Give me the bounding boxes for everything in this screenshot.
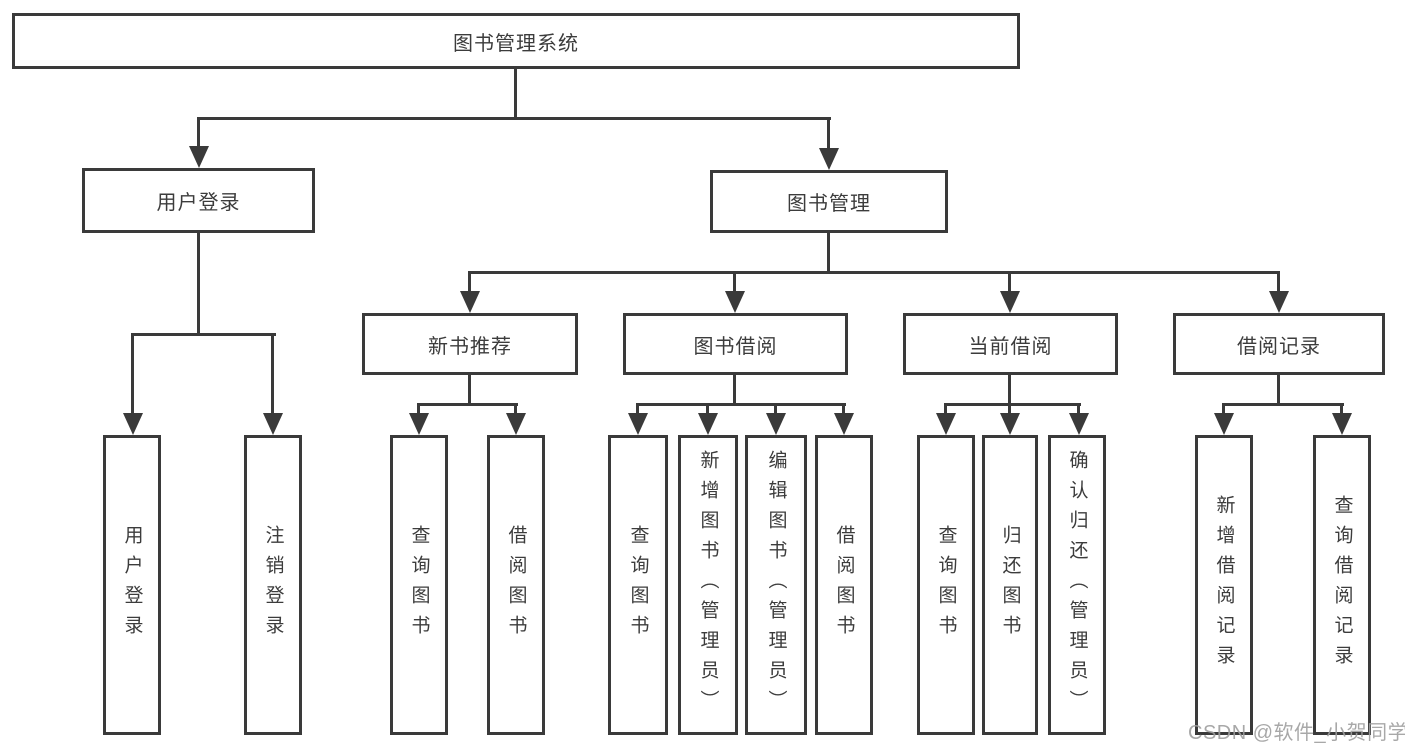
- node-label: 用户登录: [121, 525, 143, 645]
- node-borrowing-records: 借阅记录: [1173, 313, 1385, 375]
- connector-line: [1277, 271, 1280, 293]
- node-label: 新增图书（管理员）: [697, 450, 719, 720]
- node-label: 借阅图书: [505, 525, 527, 645]
- connector-line: [706, 403, 709, 414]
- arrow-down-icon: [506, 413, 526, 435]
- leaf-borrow-books-recommend: 借阅图书: [487, 435, 545, 735]
- arrow-down-icon: [936, 413, 956, 435]
- connector-line: [197, 232, 200, 336]
- arrow-down-icon: [819, 148, 839, 170]
- leaf-add-books-admin: 新增图书（管理员）: [678, 435, 738, 735]
- connector-line: [827, 117, 830, 149]
- node-label: 确认归还（管理员）: [1066, 450, 1088, 720]
- node-label: 新书推荐: [428, 335, 512, 358]
- arrow-down-icon: [1069, 413, 1089, 435]
- node-new-book-recommend: 新书推荐: [362, 313, 578, 375]
- node-label: 查询图书: [627, 525, 649, 645]
- leaf-confirm-return-admin: 确认归还（管理员）: [1048, 435, 1106, 735]
- csdn-watermark: CSDN @软件_小贺同学: [1188, 722, 1405, 744]
- connector-line: [1077, 403, 1080, 414]
- connector-line: [514, 69, 517, 119]
- connector-line: [131, 333, 276, 336]
- connector-line: [944, 403, 1081, 406]
- connector-line: [733, 271, 736, 293]
- node-label: 归还图书: [999, 525, 1021, 645]
- connector-line: [417, 403, 518, 406]
- arrow-down-icon: [628, 413, 648, 435]
- arrow-down-icon: [1332, 413, 1352, 435]
- node-label: 新增借阅记录: [1213, 495, 1235, 675]
- connector-line: [944, 403, 947, 414]
- leaf-query-books-current: 查询图书: [917, 435, 975, 735]
- node-current-borrowing: 当前借阅: [903, 313, 1118, 375]
- arrow-down-icon: [460, 291, 480, 313]
- connector-line: [1008, 403, 1011, 414]
- connector-line: [468, 271, 471, 293]
- connector-line: [1222, 403, 1344, 406]
- arrow-down-icon: [189, 146, 209, 168]
- connector-line: [514, 403, 517, 414]
- node-label: 用户登录: [156, 192, 241, 214]
- node-label: 借阅图书: [833, 525, 855, 645]
- connector-line: [1340, 403, 1343, 414]
- arrow-down-icon: [409, 413, 429, 435]
- connector-line: [636, 403, 846, 406]
- leaf-query-books-recommend: 查询图书: [390, 435, 448, 735]
- node-label: 查询借阅记录: [1331, 495, 1353, 675]
- node-user-login: 用户登录: [82, 168, 315, 233]
- node-book-management: 图书管理: [710, 170, 948, 233]
- leaf-return-books: 归还图书: [982, 435, 1038, 735]
- arrow-down-icon: [1000, 291, 1020, 313]
- arrow-down-icon: [725, 291, 745, 313]
- leaf-add-borrow-record: 新增借阅记录: [1195, 435, 1253, 735]
- connector-line: [1008, 374, 1011, 406]
- node-label: 查询图书: [935, 525, 957, 645]
- leaf-query-books-borrowing: 查询图书: [608, 435, 668, 735]
- connector-line: [468, 374, 471, 406]
- connector-line: [842, 403, 845, 414]
- node-label: 图书管理: [787, 193, 871, 215]
- node-label: 编辑图书（管理员）: [765, 450, 787, 720]
- node-label: 注销登录: [262, 525, 284, 645]
- node-library-management-system: 图书管理系统: [12, 13, 1020, 69]
- connector-line: [827, 232, 830, 274]
- connector-line: [1008, 271, 1011, 293]
- arrow-down-icon: [263, 413, 283, 435]
- node-label: 图书借阅: [693, 335, 778, 358]
- arrow-down-icon: [766, 413, 786, 435]
- leaf-query-borrow-record: 查询借阅记录: [1313, 435, 1371, 735]
- arrow-down-icon: [698, 413, 718, 435]
- arrow-down-icon: [1269, 291, 1289, 313]
- arrow-down-icon: [1214, 413, 1234, 435]
- connector-line: [131, 333, 134, 413]
- connector-line: [636, 403, 639, 414]
- connector-line: [197, 117, 831, 120]
- leaf-edit-books-admin: 编辑图书（管理员）: [745, 435, 807, 735]
- node-label: 图书管理系统: [453, 32, 579, 55]
- leaf-borrow-books-borrowing: 借阅图书: [815, 435, 873, 735]
- leaf-logout: 注销登录: [244, 435, 302, 735]
- connector-line: [417, 403, 420, 414]
- node-label: 借阅记录: [1237, 335, 1321, 358]
- node-label: 查询图书: [408, 525, 430, 645]
- node-label: 当前借阅: [968, 335, 1053, 358]
- connector-line: [774, 403, 777, 414]
- node-book-borrowing: 图书借阅: [623, 313, 848, 375]
- leaf-user-login: 用户登录: [103, 435, 161, 735]
- connector-line: [733, 374, 736, 406]
- arrow-down-icon: [1000, 413, 1020, 435]
- connector-line: [197, 117, 200, 147]
- arrow-down-icon: [834, 413, 854, 435]
- connector-line: [271, 333, 274, 413]
- connector-line: [1222, 403, 1225, 414]
- arrow-down-icon: [123, 413, 143, 435]
- connector-line: [1277, 374, 1280, 406]
- connector-line: [468, 271, 1280, 274]
